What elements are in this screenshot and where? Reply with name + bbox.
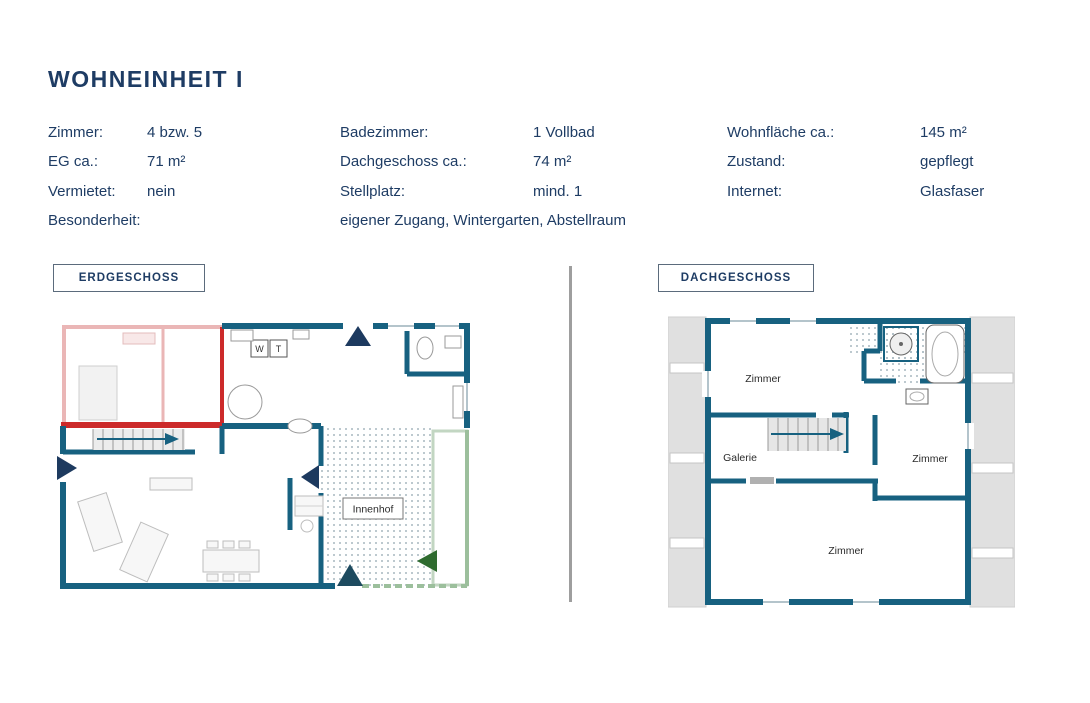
entrance-marker-left: [57, 456, 77, 480]
door-markers: [57, 326, 437, 586]
entrance-marker-top: [345, 326, 371, 346]
detail-value-zimmer: 4 bzw. 5: [147, 124, 203, 141]
door-marker-wintergarten: [417, 550, 437, 572]
innenhof-label: Innenhof: [353, 504, 394, 516]
furniture-shelf: [122, 332, 156, 345]
dryer-label: T: [276, 344, 282, 354]
detail-label-zimmer: Zimmer:: [48, 124, 103, 141]
desk-chair: [300, 519, 314, 533]
detail-value-eg: 71 m²: [147, 153, 186, 170]
entrance-marker-bottom: [337, 564, 363, 586]
door-marker-innenhof: [301, 465, 319, 489]
detail-value-vermietet: nein: [147, 183, 176, 200]
innenhof-label-box: Innenhof: [342, 497, 404, 520]
detail-label-zustand: Zustand:: [727, 153, 786, 170]
basin-icon: [287, 418, 313, 434]
room-label-zimmer-top: Zimmer: [745, 373, 781, 385]
radiator-icon: [452, 385, 464, 419]
erdgeschoss-label-box: ERDGESCHOSS: [53, 264, 205, 292]
furniture-bed: [78, 365, 118, 421]
red-unit-zone: [61, 325, 224, 428]
detail-value-wohnflaeche: 145 m²: [920, 124, 967, 141]
erdgeschoss-floorplan: W T Innenhof: [57, 321, 470, 589]
dachgeschoss-floorplan: Zimmer Galerie Zimmer Zimmer: [668, 316, 1015, 608]
detail-label-eg: EG ca.:: [48, 153, 99, 170]
living-furniture: [77, 477, 324, 583]
stairs: [92, 429, 185, 450]
window-marks: [702, 316, 974, 607]
dachgeschoss-label-box: DACHGESCHOSS: [658, 264, 814, 292]
detail-label-besonderheit: Besonderheit:: [48, 212, 141, 229]
stairs-arrowhead: [165, 433, 179, 445]
erdgeschoss-label: ERDGESCHOSS: [78, 272, 180, 284]
detail-label-dachgeschoss: Dachgeschoss ca.:: [340, 153, 467, 170]
detail-label-vermietet: Vermietet:: [48, 183, 116, 200]
detail-value-internet: Glasfaser: [920, 183, 985, 200]
room-label-zimmer-right: Zimmer: [912, 453, 948, 465]
room-label-zimmer-bottom: Zimmer: [828, 545, 864, 557]
dachgeschoss-label: DACHGESCHOSS: [680, 272, 792, 284]
washer-label: W: [255, 344, 264, 354]
wintergarten: [362, 429, 469, 588]
detail-label-stellplatz: Stellplatz:: [340, 183, 406, 200]
dining-table: [202, 549, 260, 573]
detail-value-stellplatz: mind. 1: [533, 183, 583, 200]
stairs: [767, 418, 846, 451]
exterior-walls: [705, 318, 971, 605]
sideboard: [149, 477, 193, 491]
interior-walls: [63, 326, 467, 586]
door-marker-gray: [750, 477, 774, 484]
stairs-arrowhead: [830, 428, 844, 440]
sink-icon: [444, 335, 462, 349]
roof-window-marks: [669, 362, 1014, 559]
detail-label-wohnflaeche: Wohnfläche ca.:: [727, 124, 835, 141]
sink-icon: [905, 388, 929, 405]
bathroom-fixtures: [287, 335, 464, 434]
detail-label-internet: Internet:: [727, 183, 783, 200]
detail-label-badezimmer: Badezimmer:: [340, 124, 429, 141]
bathroom-fixtures: [883, 324, 965, 405]
toilet-icon: [416, 336, 434, 360]
sofa-1: [77, 492, 123, 552]
window-marks: [388, 321, 470, 411]
detail-value-besonderheit: eigener Zugang, Wintergarten, Abstellrau…: [340, 212, 626, 229]
page-title: WOHNEINHEIT I: [48, 66, 244, 92]
section-divider: [569, 266, 572, 602]
room-label-galerie: Galerie: [723, 452, 757, 464]
sofa-2: [119, 521, 169, 583]
roof-strip-right: [969, 316, 1015, 608]
detail-value-dachgeschoss: 74 m²: [533, 153, 572, 170]
detail-value-badezimmer: 1 Vollbad: [533, 124, 595, 141]
detail-value-zustand: gepflegt: [920, 153, 974, 170]
kitchen-fixtures: [227, 329, 310, 420]
